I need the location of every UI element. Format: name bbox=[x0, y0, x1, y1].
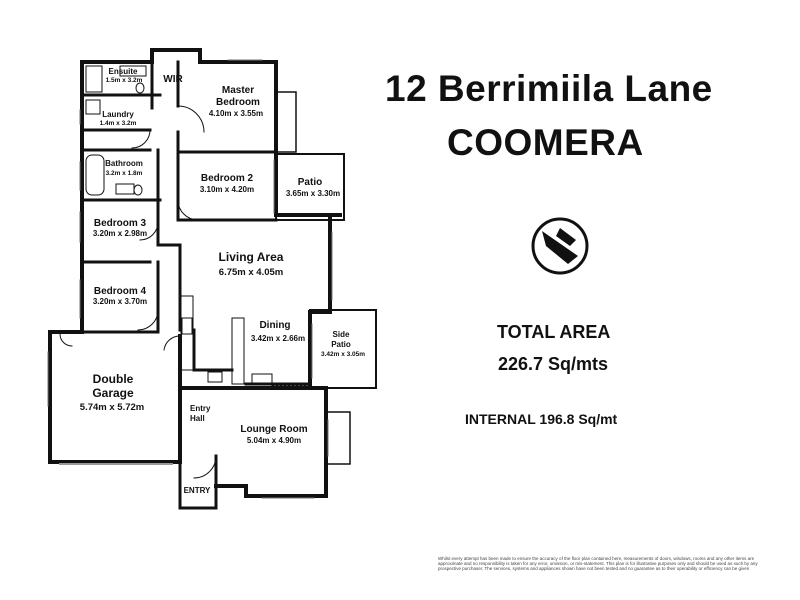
lounge-label: Lounge Room bbox=[240, 424, 307, 435]
north-arrow-icon bbox=[531, 217, 589, 275]
door-swing bbox=[193, 455, 217, 479]
living-label: Living Area bbox=[219, 250, 284, 264]
ensuite-label: Ensuite bbox=[109, 67, 138, 76]
master-label-2: Bedroom bbox=[216, 97, 260, 108]
bedroom4-label: Bedroom 4 bbox=[94, 286, 147, 297]
laundry-tub bbox=[85, 99, 101, 115]
entry-walls bbox=[178, 454, 218, 510]
door-swing bbox=[163, 335, 181, 351]
internal-area: INTERNAL 196.8 Sq/mt bbox=[465, 411, 618, 427]
bath-vanity bbox=[115, 183, 135, 195]
patio-label: Patio bbox=[298, 177, 322, 188]
living-dims: 6.75m x 4.05m bbox=[219, 267, 283, 278]
patio-outline bbox=[275, 153, 345, 221]
outer-wall-west bbox=[48, 60, 84, 464]
bathroom-dims: 3.2m x 1.8m bbox=[106, 170, 143, 177]
vanity bbox=[119, 65, 147, 77]
bedroom2-label: Bedroom 2 bbox=[201, 173, 254, 184]
bathroom-label: Bathroom bbox=[105, 159, 143, 168]
garage-dims: 5.74m x 5.72m bbox=[80, 402, 144, 413]
door-swing bbox=[177, 199, 199, 221]
master-window-box bbox=[275, 91, 297, 153]
bedroom2-dims: 3.10m x 4.20m bbox=[200, 185, 254, 194]
outer-wall-east-living bbox=[308, 213, 332, 386]
side-patio-label: Side bbox=[333, 330, 350, 339]
side-patio-outline bbox=[309, 309, 377, 389]
entry-hall-label: Entry bbox=[190, 404, 211, 413]
sink bbox=[207, 371, 223, 383]
shower bbox=[85, 65, 103, 93]
lounge-window-box bbox=[325, 411, 351, 465]
bathtub bbox=[85, 154, 105, 196]
door-swing bbox=[131, 129, 151, 149]
dining-label: Dining bbox=[259, 320, 290, 331]
laundry-label: Laundry bbox=[102, 110, 134, 119]
door-swing bbox=[137, 309, 159, 331]
master-dims: 4.10m x 3.55m bbox=[209, 109, 263, 118]
bedroom3-label: Bedroom 3 bbox=[94, 218, 147, 229]
toilet bbox=[133, 184, 143, 196]
address-suburb: COOMERA bbox=[447, 122, 644, 163]
door-swing bbox=[59, 333, 73, 347]
bedroom4-dims: 3.20m x 3.70m bbox=[93, 297, 147, 306]
kitchen-bench bbox=[180, 295, 194, 371]
toilet bbox=[135, 82, 145, 94]
ensuite-dims: 1.5m x 3.2m bbox=[106, 77, 143, 84]
lounge-walls bbox=[178, 386, 328, 498]
door-swing bbox=[139, 221, 159, 241]
fridge bbox=[251, 373, 273, 385]
kitchen-island bbox=[231, 317, 245, 385]
lounge-dims: 5.04m x 4.90m bbox=[247, 436, 301, 445]
bedroom3-dims: 3.20m x 2.98m bbox=[93, 229, 147, 238]
entry-hall-label-2: Hall bbox=[190, 414, 205, 423]
total-area-label: TOTAL AREA bbox=[497, 322, 611, 342]
side-patio-label-2: Patio bbox=[331, 340, 351, 349]
disclaimer-text: Whilst every attempt has been made to en… bbox=[438, 556, 758, 571]
garage-label: Double bbox=[93, 372, 134, 386]
door-swing bbox=[177, 105, 205, 133]
patio-dims: 3.65m x 3.30m bbox=[286, 189, 340, 198]
total-area-value: 226.7 Sq/mts bbox=[498, 354, 609, 374]
master-label: Master bbox=[222, 85, 254, 96]
stove bbox=[181, 317, 193, 335]
dining-dims: 3.42m x 2.66m bbox=[251, 334, 305, 343]
laundry-dims: 1.4m x 3.2m bbox=[100, 120, 137, 127]
address-street: 12 Berrimiila Lane bbox=[385, 68, 713, 109]
garage-label-2: Garage bbox=[92, 386, 134, 400]
entry-label: ENTRY bbox=[184, 486, 211, 495]
wir-label: WIR bbox=[163, 74, 183, 85]
side-patio-dims: 3.42m x 3.05m bbox=[321, 351, 365, 358]
